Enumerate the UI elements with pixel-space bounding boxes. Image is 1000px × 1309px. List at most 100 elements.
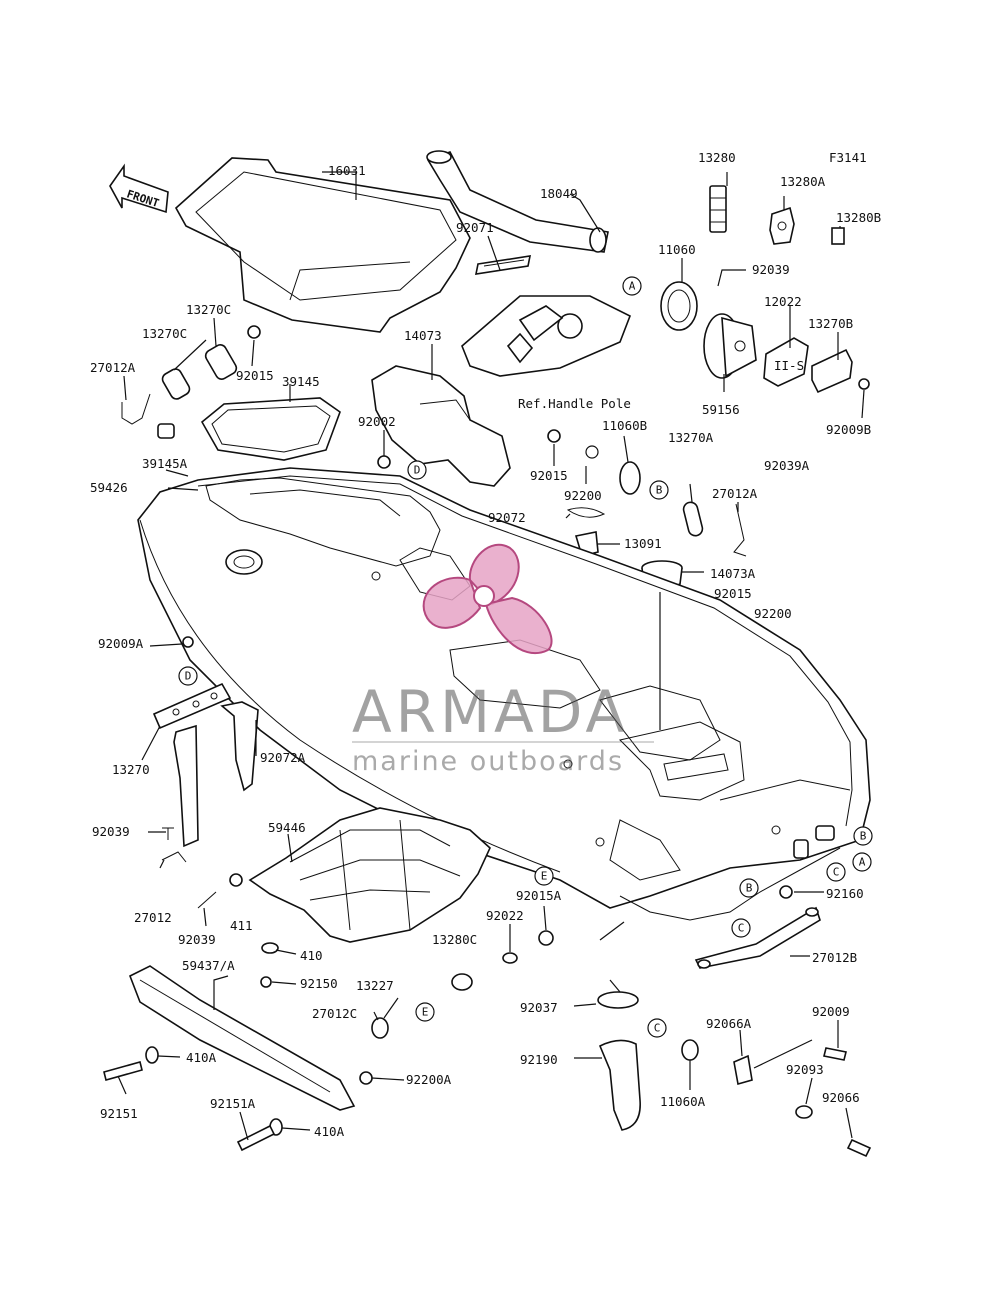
label-92072: 92072 <box>488 510 526 525</box>
armada-watermark: ARMADA marine outboards <box>352 543 654 777</box>
callout-B-3: B <box>739 878 759 898</box>
label-11060: 11060 <box>658 242 696 257</box>
callout-circle-small <box>585 445 599 459</box>
label-27012A-1: 27012A <box>90 360 136 375</box>
label-92151A: 92151A <box>210 1096 256 1111</box>
part-59156-flange <box>703 313 757 379</box>
svg-text:D: D <box>414 464 421 477</box>
part-13270B-bracket <box>811 348 853 394</box>
callout-E-2: E <box>415 1002 435 1022</box>
watermark-subtitle: marine outboards <box>352 746 624 777</box>
part-27012A-bolt <box>121 393 151 425</box>
label-92039-low: 92039 <box>178 932 216 947</box>
callout-B-1: B <box>649 480 669 500</box>
part-92071-strip <box>474 255 532 275</box>
part-92150-bolt <box>260 976 272 988</box>
part-59437-grate <box>128 965 356 1111</box>
part-92066-bolt <box>846 1138 872 1158</box>
part-27012B-handle <box>694 906 821 969</box>
part-13280A-clamp <box>769 206 795 245</box>
part-13270A-plate <box>682 501 704 537</box>
part-13270-plate <box>152 682 232 730</box>
label-92200-2: 92200 <box>754 606 792 621</box>
part-11060A-gasket <box>681 1039 699 1061</box>
label-92151: 92151 <box>100 1106 138 1121</box>
label-27012B: 27012B <box>812 950 857 965</box>
part-13280-clamp <box>709 185 727 233</box>
part-411-washer <box>229 873 243 887</box>
label-59156: 59156 <box>702 402 740 417</box>
reference-note: Ref.Handle Pole <box>518 396 631 411</box>
part-92009B-bolt <box>858 378 870 390</box>
part-92037-clamp <box>597 991 639 1009</box>
part-14073-cover <box>371 365 511 487</box>
callout-C-2: C <box>731 918 751 938</box>
callout-A-1: A <box>622 276 642 296</box>
label-13280C: 13280C <box>432 932 477 947</box>
label-13270: 13270 <box>112 762 150 777</box>
label-92022: 92022 <box>486 908 524 923</box>
label-92200A: 92200A <box>406 1072 452 1087</box>
part-92022-washer <box>502 952 518 964</box>
label-11060A: 11060A <box>660 1094 706 1109</box>
part-27012C-fitting <box>451 973 473 991</box>
part-13227-collar <box>371 1017 389 1039</box>
part-92151-bolt <box>103 1061 143 1081</box>
svg-text:B: B <box>656 484 663 497</box>
label-13270C-1: 13270C <box>186 302 231 317</box>
part-59446-pump-cover <box>248 807 491 943</box>
part-92072A-strap <box>173 701 259 848</box>
label-92066A: 92066A <box>706 1016 752 1031</box>
label-11060B: 11060B <box>602 418 647 433</box>
callout-C-1: C <box>826 862 846 882</box>
part-92151A-bolt <box>236 1124 276 1152</box>
label-92015-2: 92015 <box>530 468 568 483</box>
label-92200-1: 92200 <box>564 488 602 503</box>
label-410A-2: 410A <box>314 1124 345 1139</box>
part-13270C-plate <box>157 344 238 439</box>
armada-propeller-logo <box>422 543 553 655</box>
svg-text:C: C <box>833 866 840 879</box>
callout-D-1: D <box>407 460 427 480</box>
label-92072A: 92072A <box>260 750 306 765</box>
svg-text:C: C <box>654 1022 661 1035</box>
label-92071: 92071 <box>456 220 494 235</box>
label-59426: 59426 <box>90 480 128 495</box>
svg-text:B: B <box>746 882 753 895</box>
label-92093: 92093 <box>786 1062 824 1077</box>
svg-text:A: A <box>629 280 636 293</box>
label-92037: 92037 <box>520 1000 558 1015</box>
part-27012A-bolt-right <box>733 503 747 557</box>
part-59426-hull <box>137 467 871 921</box>
label-92039-mid: 92039 <box>92 824 130 839</box>
callout-B-2: B <box>853 826 873 846</box>
label-14073: 14073 <box>404 328 442 343</box>
label-13280A: 13280A <box>780 174 826 189</box>
label-16031: 16031 <box>328 163 366 178</box>
part-27012-bracket <box>161 851 187 863</box>
part-11060B-gasket <box>619 461 641 495</box>
part-18049-hose <box>426 150 609 253</box>
label-410A-1: 410A <box>186 1050 217 1065</box>
label-92150: 92150 <box>300 976 338 991</box>
label-92009A: 92009A <box>98 636 144 651</box>
part-92093-washer <box>795 1105 813 1119</box>
label-92009: 92009 <box>812 1004 850 1019</box>
part-92009A-bolt <box>182 636 194 648</box>
label-14073A: 14073A <box>710 566 756 581</box>
label-13227: 13227 <box>356 978 394 993</box>
label-92015-3: 92015 <box>714 586 752 601</box>
part-92039-pin-lower <box>197 891 217 909</box>
svg-text:E: E <box>541 870 548 883</box>
callout-markers: A B D D B A C E B C E C <box>178 276 873 1038</box>
part-92039-pin <box>162 827 174 840</box>
label-59437A: 59437/A <box>182 958 235 973</box>
label-411: 411 <box>230 918 253 933</box>
label-92190: 92190 <box>520 1052 558 1067</box>
callout-A-2: A <box>852 852 872 872</box>
callout-C-3: C <box>647 1018 667 1038</box>
label-18049: 18049 <box>540 186 578 201</box>
label-13280B: 13280B <box>836 210 881 225</box>
svg-text:C: C <box>738 922 745 935</box>
